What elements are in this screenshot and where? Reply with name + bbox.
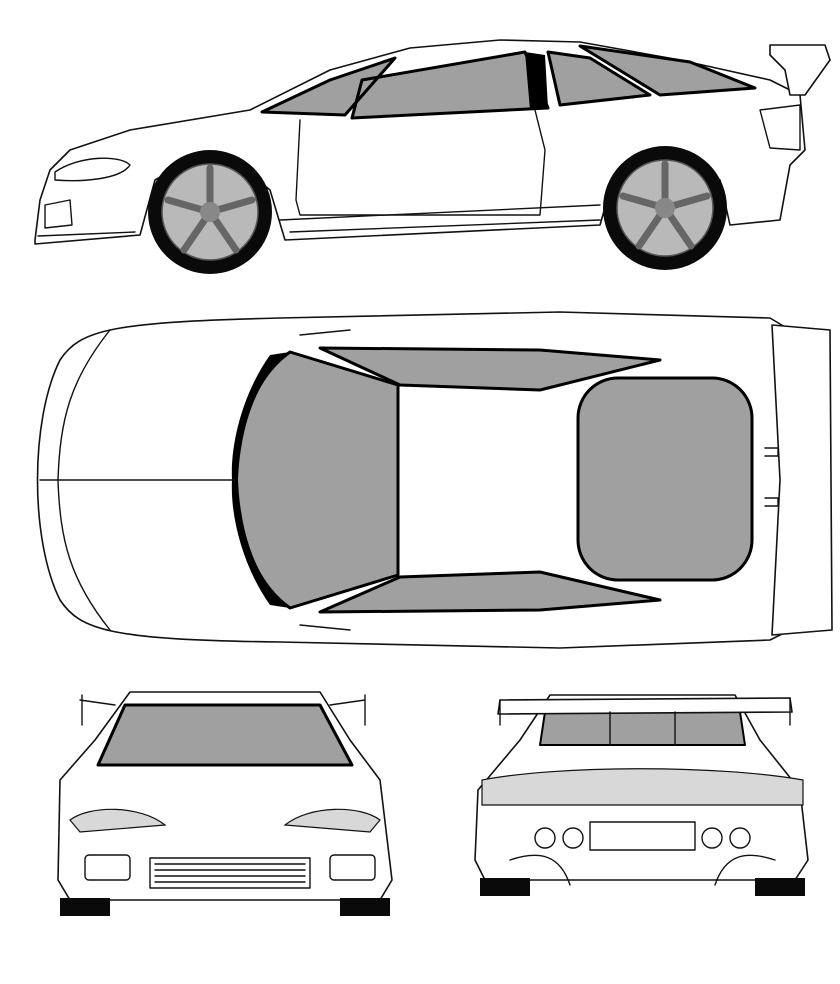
top-spoiler-mounts: [764, 447, 779, 507]
rear-view: [474, 694, 809, 896]
rear-spoiler-struts: [499, 697, 791, 746]
front-windshield: [96, 703, 354, 767]
top-spoiler: [771, 324, 833, 636]
rear-exhaust-2: [562, 827, 584, 849]
rear-hub: [655, 198, 675, 218]
side-door-line: [295, 109, 546, 216]
rear-window: [539, 711, 746, 746]
side-pillar: [525, 52, 548, 110]
front-grille-lines: [154, 863, 306, 883]
rear-exhaust-1: [534, 827, 556, 849]
front-intercooler: [149, 857, 311, 889]
front-headlight-left: [69, 808, 167, 833]
front-tire-left: [60, 898, 110, 916]
rear-diffuser: [509, 854, 776, 886]
rear-tire-left: [480, 878, 530, 896]
rear-plate: [589, 821, 696, 851]
front-wing: [79, 694, 366, 726]
top-rear-window: [576, 376, 754, 582]
top-side-window-upper: [318, 346, 662, 392]
rear-rim-spokes: [619, 160, 711, 250]
front-tire-right: [340, 898, 390, 916]
side-skirt: [279, 204, 601, 233]
top-view: [36, 311, 833, 649]
front-view: [57, 691, 393, 916]
rear-tail-panel: [481, 768, 804, 806]
front-foglight-left: [84, 854, 131, 881]
side-view: [34, 39, 831, 274]
side-quarter-window: [578, 44, 757, 97]
side-spoiler: [769, 44, 831, 96]
rear-tire-right: [755, 878, 805, 896]
side-front-bumper: [37, 199, 136, 237]
front-hub: [200, 202, 220, 222]
front-foglight-right: [329, 854, 376, 881]
top-windshield: [233, 350, 400, 610]
rear-exhaust-4: [729, 827, 751, 849]
top-hood-lines: [39, 329, 236, 631]
front-headlight-right: [283, 808, 381, 833]
rear-spoiler: [497, 697, 793, 715]
rear-exhaust-3: [701, 827, 723, 849]
front-rim-spokes: [164, 164, 256, 254]
side-rear-panel: [759, 104, 801, 151]
side-headlight: [54, 157, 131, 182]
top-a-pillar: [231, 352, 290, 608]
top-side-window-lower: [318, 570, 662, 614]
top-mirrors: [299, 329, 351, 631]
